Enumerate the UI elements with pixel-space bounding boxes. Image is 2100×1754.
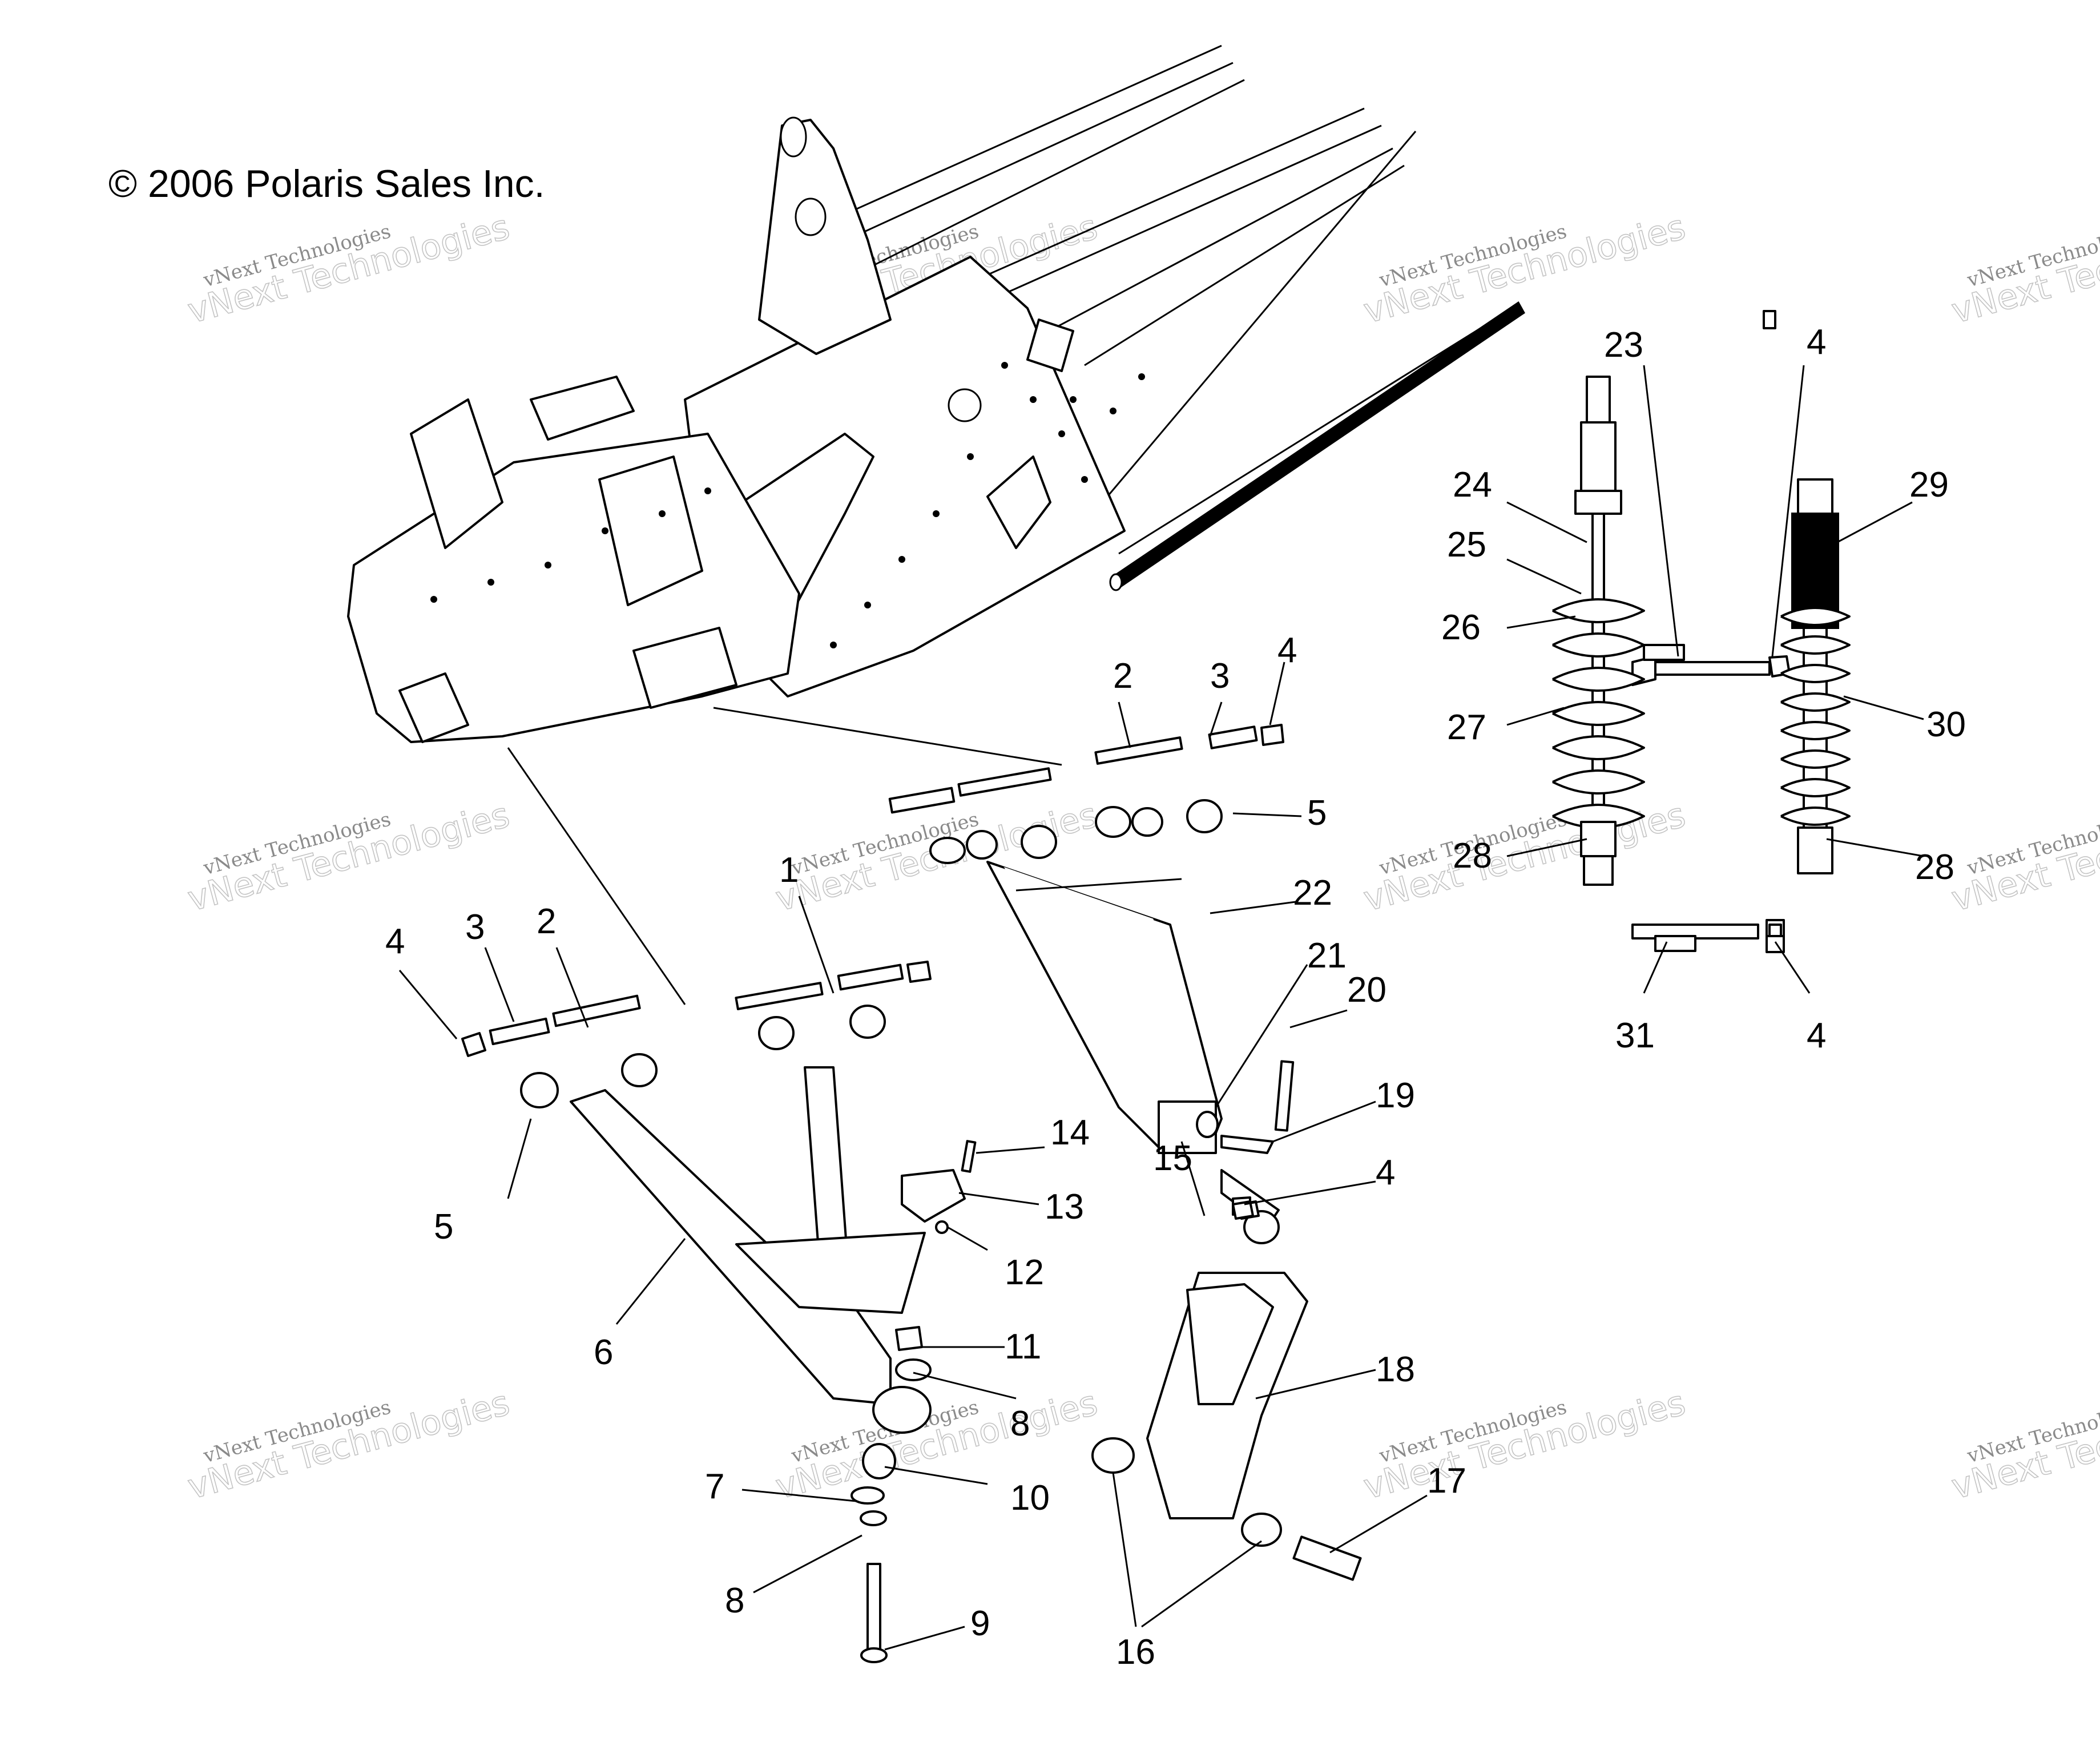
callout-label: 14 [1050,1113,1090,1152]
callout-label: 29 [1909,465,1949,505]
hardware-parts [461,724,1295,1663]
callout-label: 17 [1427,1461,1466,1501]
leader-lines [398,365,1924,1651]
callout-label: 6 [594,1333,613,1372]
callout-label: 5 [434,1207,453,1247]
callout-label: 27 [1447,708,1486,747]
shock-assembly-left [1552,376,1791,886]
callout-label: 25 [1447,525,1486,564]
callout-label: 4 [1807,322,1826,362]
callout-label: 22 [1293,873,1332,913]
upper-a-arm [929,799,1223,1154]
callout-label: 28 [1915,848,1954,887]
callout-label: 4 [385,922,405,961]
callout-label: 11 [1005,1327,1041,1366]
callout-label: 23 [1604,325,1643,365]
callout-label: 12 [1005,1253,1044,1292]
callout-label: 15 [1153,1139,1192,1178]
callout-label: 20 [1347,970,1386,1010]
lower-a-arm [520,1005,932,1434]
callout-label: 5 [1307,793,1327,833]
callout-label: 26 [1441,608,1481,647]
copyright-text: © 2006 Polaris Sales Inc. [108,162,545,205]
shock-assembly-right [1631,310,1851,943]
callout-label: 8 [1010,1404,1030,1443]
ski-spindle [1091,1272,1362,1581]
callout-labels: 1 2 2 3 3 4 4 4 4 4 5 5 6 7 8 8 9 10 11 … [385,322,1966,1672]
callout-label: 31 [1615,1016,1655,1055]
callout-label: 9 [970,1604,990,1643]
callout-label: 8 [725,1581,744,1620]
callout-label: 4 [1376,1153,1395,1192]
callout-label: 10 [1010,1478,1050,1518]
callout-label: 30 [1926,705,1966,744]
callout-label: 4 [1277,631,1297,670]
callout-label: 1 [779,850,799,890]
callout-label: 28 [1453,836,1492,876]
callout-label: 3 [1210,656,1230,696]
callout-label: 2 [1113,656,1132,696]
callout-label: 18 [1376,1350,1415,1389]
callout-label: 4 [1807,1016,1826,1055]
callout-label: 21 [1307,936,1347,975]
callout-label: 13 [1045,1187,1084,1227]
callout-label: 2 [537,902,556,941]
callout-label: 3 [465,908,485,947]
callout-label: 7 [705,1467,724,1506]
callout-label: 24 [1453,465,1492,505]
callout-label: 19 [1376,1076,1415,1115]
callout-label: 16 [1116,1632,1155,1672]
chassis-frame [347,45,1525,1005]
